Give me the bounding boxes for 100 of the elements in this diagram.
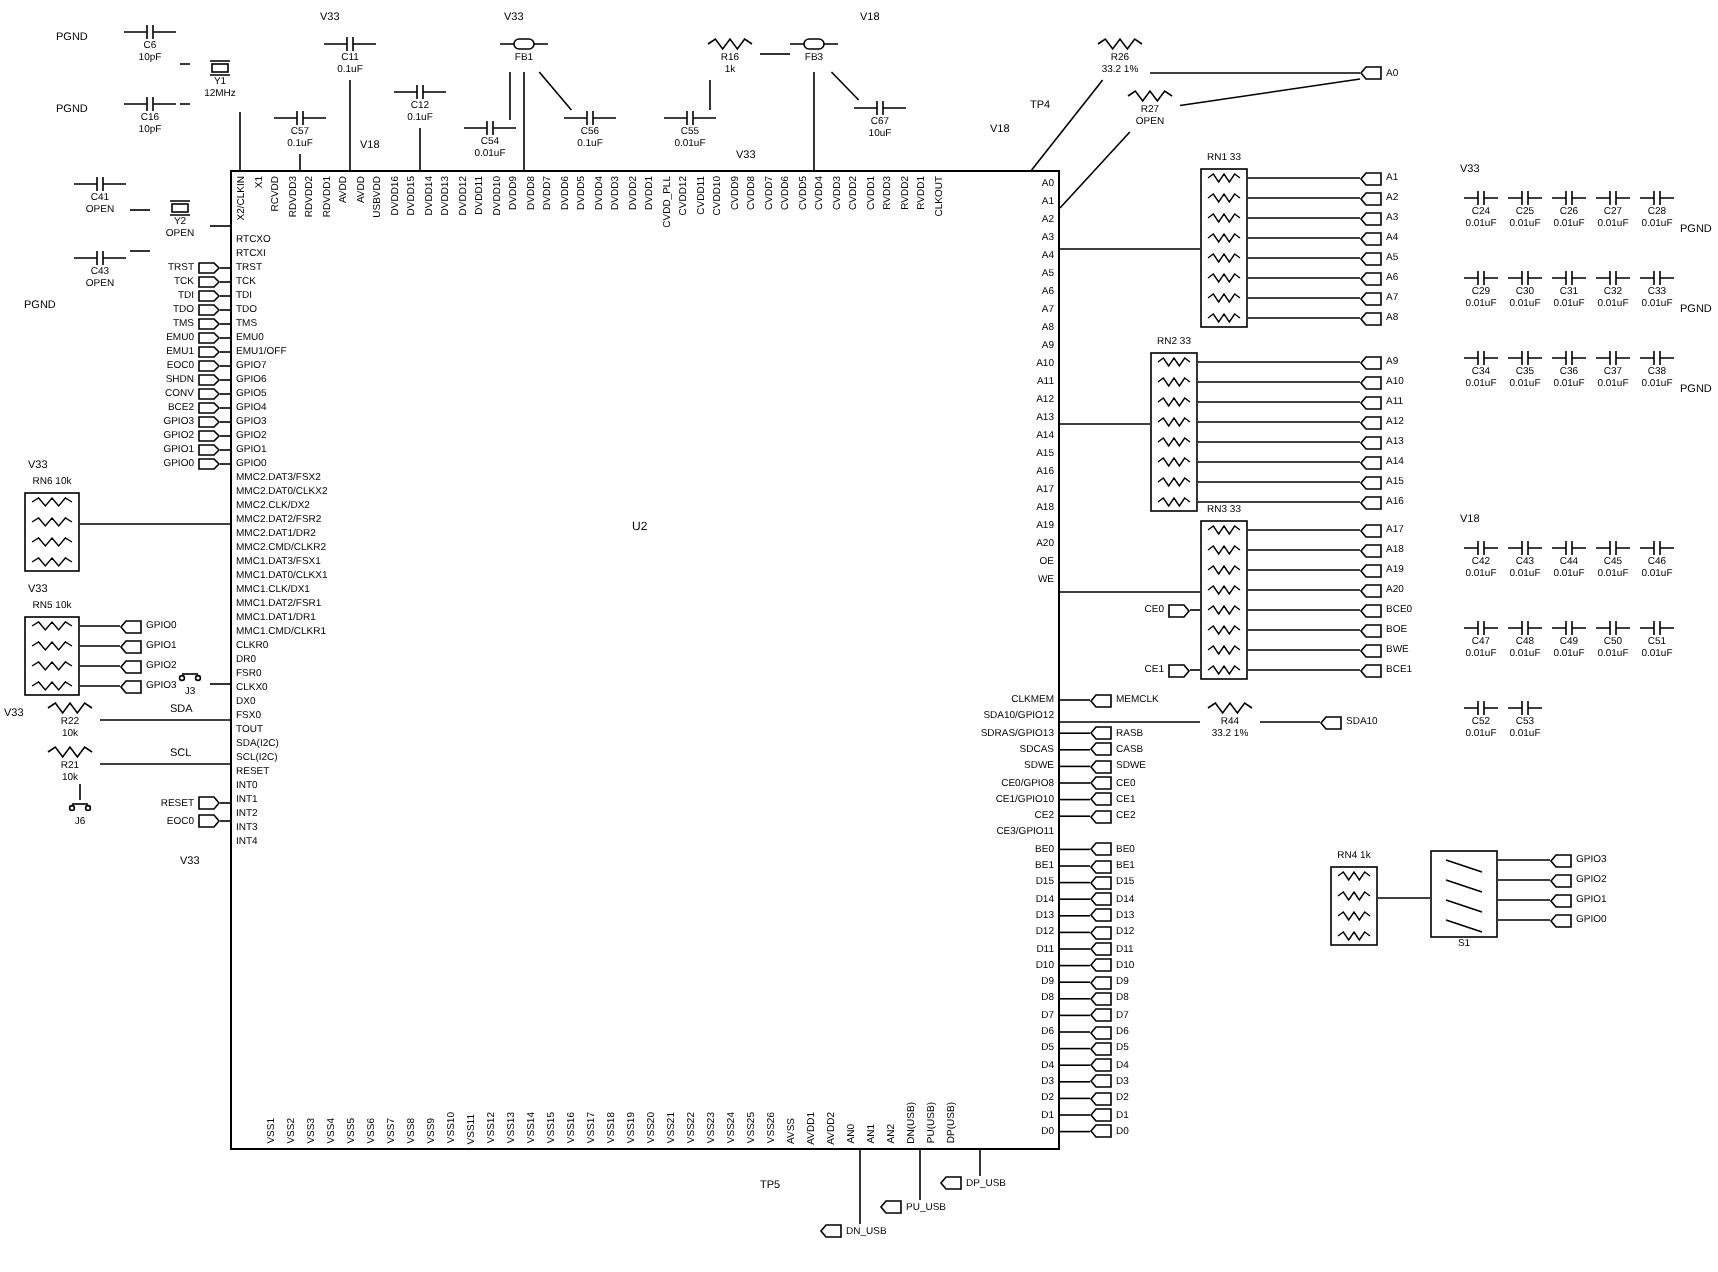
wire	[1059, 898, 1091, 900]
wire	[99, 763, 231, 765]
wire	[1059, 1081, 1091, 1083]
wire	[1377, 897, 1431, 899]
wire	[1059, 915, 1091, 917]
wire	[1059, 591, 1201, 593]
wire	[129, 209, 151, 211]
wire	[219, 267, 231, 269]
wire	[209, 225, 231, 227]
wire	[79, 665, 121, 667]
wire	[1059, 1114, 1091, 1116]
wire	[1189, 609, 1201, 611]
wire	[1059, 848, 1091, 851]
wire	[219, 351, 231, 353]
wire	[1247, 649, 1361, 651]
wire	[1059, 765, 1091, 768]
wire	[79, 625, 121, 627]
wire	[1247, 237, 1361, 239]
wire	[1059, 699, 1091, 701]
wire	[219, 393, 231, 395]
wire	[219, 295, 231, 297]
wire	[79, 523, 231, 525]
wire	[1059, 881, 1091, 884]
wire	[179, 63, 191, 65]
wire	[1197, 501, 1361, 503]
wire	[419, 127, 421, 171]
wire	[219, 407, 231, 409]
wire	[219, 820, 231, 822]
wire	[1059, 815, 1091, 817]
wire	[1059, 1014, 1091, 1017]
wire	[759, 53, 791, 55]
wire	[1197, 421, 1361, 423]
wire	[299, 153, 301, 171]
wire	[219, 309, 231, 311]
wire	[813, 71, 815, 171]
wire	[219, 323, 231, 325]
wire	[219, 379, 231, 381]
wire	[1059, 131, 1131, 209]
wire	[538, 71, 573, 111]
wire	[349, 79, 351, 171]
wire	[1247, 629, 1361, 631]
wire	[1197, 461, 1361, 463]
wire	[1247, 297, 1361, 299]
wire	[1497, 859, 1551, 861]
wire	[1030, 79, 1104, 171]
wire	[1247, 277, 1361, 279]
wire	[1059, 749, 1091, 751]
wire	[219, 449, 231, 451]
wire	[1059, 732, 1091, 734]
wire	[1247, 589, 1361, 591]
wire	[1197, 381, 1361, 383]
wire	[830, 71, 860, 101]
wire	[219, 421, 231, 423]
wire	[859, 1149, 861, 1225]
wire	[979, 1149, 981, 1177]
wire	[1247, 257, 1361, 259]
wire	[1247, 317, 1361, 319]
wire	[239, 111, 241, 171]
wire	[509, 71, 511, 121]
wire	[1179, 78, 1361, 107]
wire	[1247, 549, 1361, 551]
wire	[523, 71, 525, 171]
wire	[1247, 197, 1361, 199]
wire	[1059, 1064, 1091, 1066]
wire	[99, 719, 231, 721]
wire	[79, 783, 81, 801]
wire	[79, 685, 121, 687]
wire	[1259, 721, 1321, 723]
wire	[919, 1149, 921, 1201]
wire	[1497, 899, 1551, 901]
wire	[1059, 931, 1091, 934]
wire	[1059, 1031, 1091, 1033]
wire	[129, 250, 151, 252]
wire	[1197, 481, 1361, 483]
wire	[1059, 981, 1091, 983]
wire	[1059, 865, 1091, 867]
ic-package	[230, 170, 1060, 1150]
wire	[1059, 782, 1091, 784]
wire	[1247, 217, 1361, 219]
wire	[1059, 998, 1091, 1000]
wire	[1247, 569, 1361, 571]
wire	[709, 79, 711, 111]
wire	[1059, 248, 1201, 250]
wire	[1059, 1047, 1091, 1050]
wire	[1059, 423, 1151, 425]
wire	[179, 103, 191, 105]
wire	[1197, 361, 1361, 363]
wire	[1247, 609, 1361, 611]
wire	[1497, 919, 1551, 921]
wire	[79, 645, 121, 647]
wire	[219, 802, 231, 804]
wire	[1247, 529, 1361, 531]
wire	[1149, 72, 1361, 74]
wire	[1497, 879, 1551, 881]
wire	[1059, 964, 1091, 967]
wire	[1247, 177, 1361, 179]
wire	[1059, 1097, 1091, 1100]
wire	[1247, 669, 1361, 671]
wire	[219, 365, 231, 367]
wire	[1197, 441, 1361, 443]
